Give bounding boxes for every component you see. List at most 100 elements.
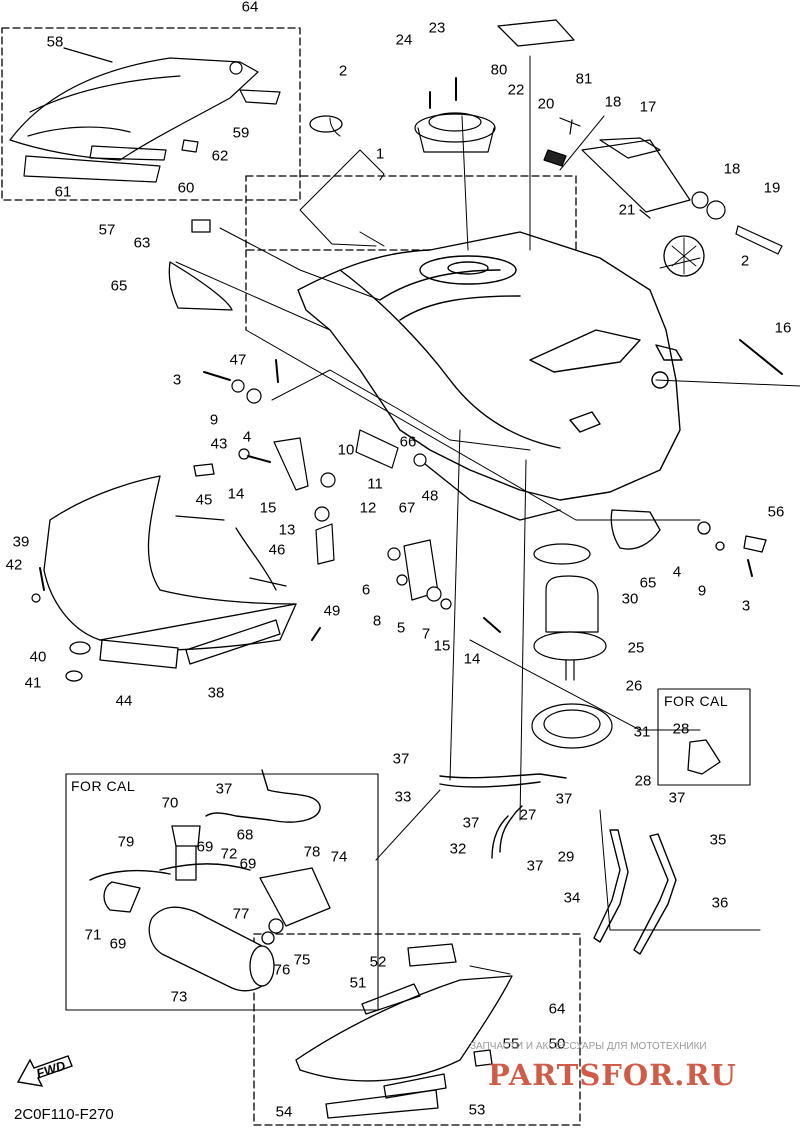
rear-cowl bbox=[9, 47, 281, 183]
callout-77: 77 bbox=[232, 905, 250, 923]
callout-47: 47 bbox=[229, 351, 247, 369]
breather-assembly bbox=[543, 117, 783, 255]
callout-61: 61 bbox=[54, 183, 72, 201]
callout-69-b: 69 bbox=[239, 855, 257, 873]
callout-26: 26 bbox=[625, 677, 643, 695]
callout-2-top: 2 bbox=[338, 62, 348, 80]
callout-5: 5 bbox=[396, 619, 406, 637]
callout-21: 21 bbox=[618, 201, 636, 219]
callout-7: 7 bbox=[421, 625, 431, 643]
side-cover bbox=[295, 943, 513, 1119]
callout-51: 51 bbox=[349, 974, 367, 992]
hoses bbox=[89, 769, 677, 955]
callout-50: 50 bbox=[548, 1035, 566, 1053]
callout-4-right: 4 bbox=[672, 563, 682, 581]
bracket-28-cal bbox=[687, 739, 721, 775]
callout-38: 38 bbox=[207, 684, 225, 702]
callout-69-c: 69 bbox=[109, 935, 127, 953]
callout-55: 55 bbox=[502, 1035, 520, 1053]
callout-52: 52 bbox=[369, 953, 387, 971]
diagram-code: 2C0F110-F270 bbox=[14, 1106, 114, 1123]
callout-37-lower: 37 bbox=[462, 814, 480, 832]
callout-10: 10 bbox=[337, 441, 355, 459]
callout-20: 20 bbox=[537, 95, 555, 113]
callout-12: 12 bbox=[359, 499, 377, 517]
for-cal-main-box bbox=[65, 773, 379, 1011]
callout-16: 16 bbox=[774, 319, 792, 337]
callout-69-a: 69 bbox=[196, 838, 214, 856]
callout-19: 19 bbox=[763, 179, 781, 197]
callout-32: 32 bbox=[449, 840, 467, 858]
callout-37-right: 37 bbox=[668, 789, 686, 807]
callout-11: 11 bbox=[367, 475, 383, 493]
fwd-arrow-icon: FWD bbox=[16, 1052, 74, 1088]
callout-49: 49 bbox=[323, 602, 341, 620]
callout-64-top: 64 bbox=[241, 0, 259, 16]
callout-73: 73 bbox=[170, 988, 188, 1006]
filler-cap bbox=[414, 77, 496, 153]
callout-15-right: 15 bbox=[433, 637, 451, 655]
callout-64-bottom: 64 bbox=[548, 1000, 566, 1018]
callout-63: 63 bbox=[133, 234, 151, 252]
callout-68: 68 bbox=[236, 826, 254, 844]
callout-35: 35 bbox=[709, 831, 727, 849]
callout-36: 36 bbox=[711, 894, 729, 912]
group-box-57 bbox=[1, 27, 301, 201]
callout-14-right: 14 bbox=[463, 650, 481, 668]
callout-62: 62 bbox=[211, 147, 229, 165]
callout-27: 27 bbox=[519, 806, 537, 824]
callout-8: 8 bbox=[372, 612, 382, 630]
watermark-subtitle: ЗАПЧАСТИ И АКСЕССУАРЫ ДЛЯ МОТОТЕХНИКИ bbox=[470, 1041, 707, 1052]
callout-28-cal: 28 bbox=[672, 720, 690, 738]
callout-74: 74 bbox=[330, 848, 348, 866]
callout-25: 25 bbox=[627, 639, 645, 657]
plate-80 bbox=[497, 19, 575, 47]
callout-9-left: 9 bbox=[209, 411, 219, 429]
callout-65-right: 65 bbox=[639, 574, 657, 592]
callout-56: 56 bbox=[767, 503, 785, 521]
callout-71: 71 bbox=[84, 926, 102, 944]
tank-group-box bbox=[245, 175, 577, 251]
callout-40: 40 bbox=[29, 648, 47, 666]
callout-54: 54 bbox=[275, 1103, 293, 1121]
callout-66: 66 bbox=[399, 433, 417, 451]
callout-18-right: 18 bbox=[723, 160, 741, 178]
callout-37-left: 37 bbox=[392, 750, 410, 768]
callout-43: 43 bbox=[210, 435, 228, 453]
cover-65-left bbox=[168, 261, 233, 311]
callout-59: 59 bbox=[232, 124, 250, 142]
callout-70: 70 bbox=[161, 794, 179, 812]
callout-14-left: 14 bbox=[227, 485, 245, 503]
fuel-tank bbox=[297, 231, 683, 521]
cover-65-right bbox=[610, 509, 661, 550]
callout-39: 39 bbox=[12, 533, 30, 551]
for-cal-side-box bbox=[657, 688, 751, 786]
callout-67: 67 bbox=[398, 499, 416, 517]
front-panel bbox=[43, 463, 297, 682]
callout-23: 23 bbox=[428, 19, 446, 37]
callout-78: 78 bbox=[303, 843, 321, 861]
watermark-logo: PARTSFOR.RU bbox=[488, 1058, 737, 1092]
callout-33: 33 bbox=[394, 788, 412, 806]
clip-63 bbox=[191, 219, 211, 233]
callout-37-bottom: 37 bbox=[526, 857, 544, 875]
for-cal-side-title: FOR CAL bbox=[664, 693, 729, 709]
callout-81: 81 bbox=[575, 70, 593, 88]
callout-48: 48 bbox=[421, 487, 439, 505]
callout-17: 17 bbox=[639, 98, 657, 116]
callout-29: 29 bbox=[557, 848, 575, 866]
callout-3-right: 3 bbox=[741, 597, 751, 615]
callout-79: 79 bbox=[117, 833, 135, 851]
callout-30: 30 bbox=[621, 590, 639, 608]
callout-3-left: 3 bbox=[172, 371, 182, 389]
callout-57: 57 bbox=[98, 221, 116, 239]
callout-18-top: 18 bbox=[604, 93, 622, 111]
callout-2-right: 2 bbox=[740, 252, 750, 270]
callout-58: 58 bbox=[46, 33, 64, 51]
callout-6: 6 bbox=[361, 581, 371, 599]
canister bbox=[103, 825, 331, 992]
callout-22: 22 bbox=[507, 81, 525, 99]
callout-72: 72 bbox=[220, 845, 238, 863]
callout-34: 34 bbox=[563, 889, 581, 907]
